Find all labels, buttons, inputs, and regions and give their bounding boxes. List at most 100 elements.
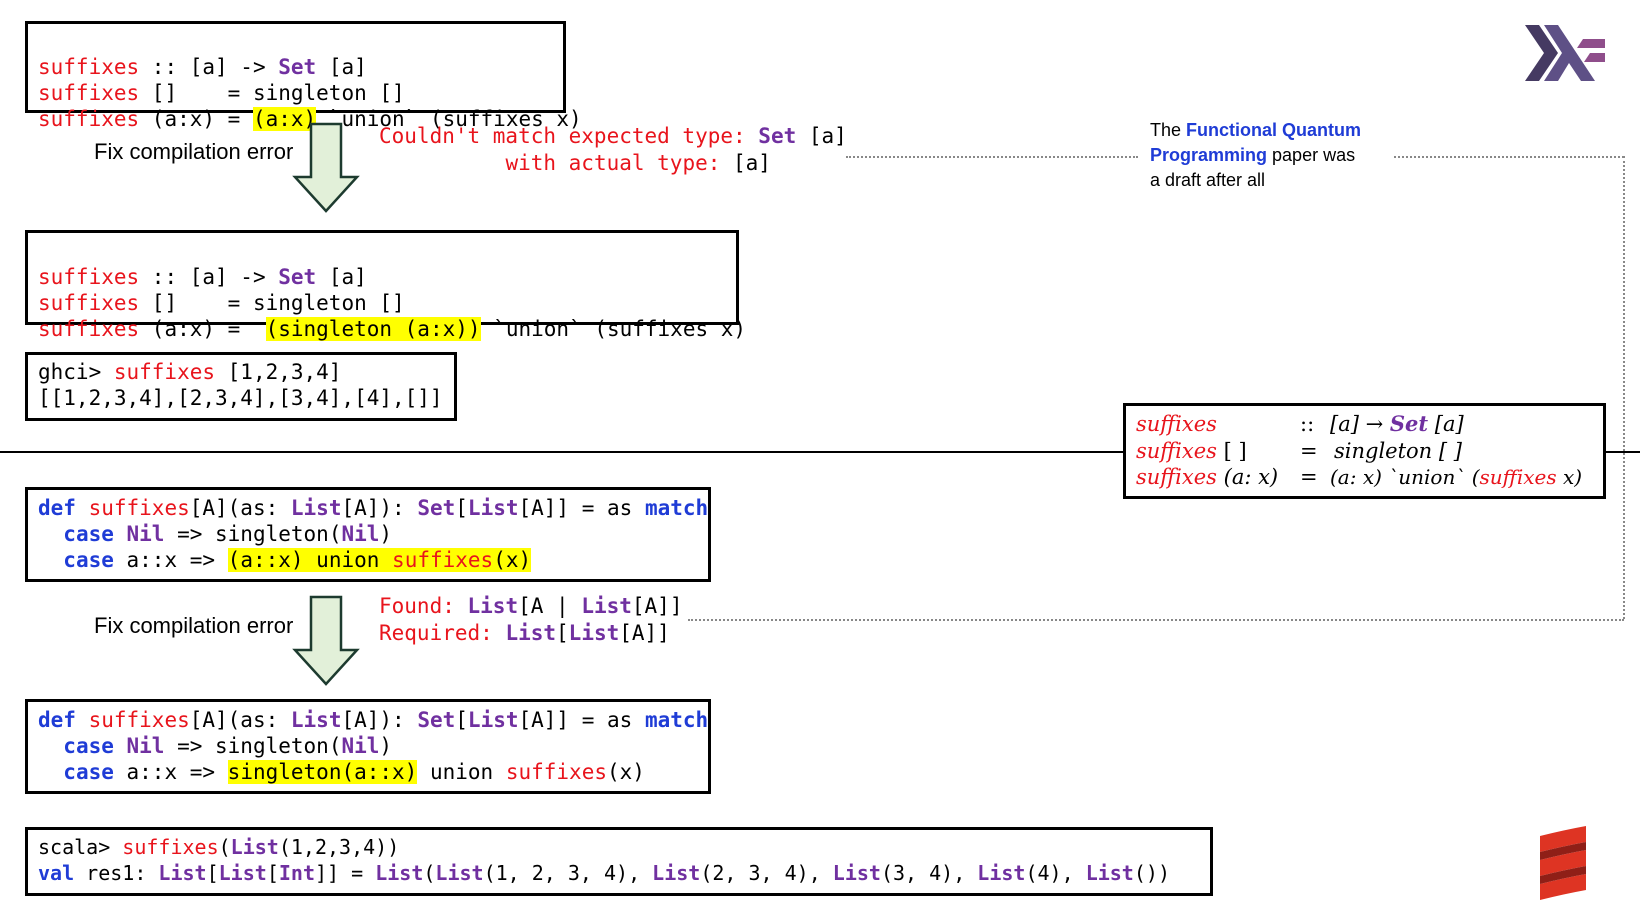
- code-token: [: [206, 861, 219, 885]
- error-text: Required:: [379, 621, 506, 645]
- code-token: List: [467, 708, 519, 732]
- code-token: def: [38, 496, 76, 520]
- code-token: [] = singleton []: [139, 81, 405, 105]
- math-rhs-1: [a] → Set [a]: [1330, 411, 1464, 437]
- code-token: => singleton(: [164, 734, 342, 758]
- code-token: Nil: [113, 734, 165, 758]
- math-line-1: suffixes: [1136, 411, 1217, 437]
- code-token: :: [a] ->: [139, 55, 279, 79]
- code-token: (a:x) =: [139, 317, 266, 341]
- code-token: suffixes: [113, 360, 216, 384]
- code-token: [A](as:: [189, 708, 291, 732]
- code-token: Nil: [341, 734, 380, 758]
- highlighted-code: (a::x) union suffixes(x): [227, 548, 532, 572]
- code-token: [a]: [316, 55, 367, 79]
- code-token: [A](as:: [189, 496, 291, 520]
- code-token: (1,2,3,4)): [278, 835, 400, 859]
- scala-error-message: Found: List[A | List[A]] Required: List[…: [379, 593, 682, 647]
- math-token: Set: [1389, 411, 1429, 436]
- ghci-repl-block: [25, 352, 457, 421]
- error-text: [A]]: [631, 594, 683, 618]
- code-token: List: [1085, 861, 1134, 885]
- error-text: List: [505, 621, 557, 645]
- code-token: suffixes: [392, 548, 494, 572]
- code-token: List: [652, 861, 701, 885]
- code-token: suffixes: [38, 107, 140, 131]
- code-token: [A]):: [341, 708, 418, 732]
- note-text: The: [1150, 120, 1187, 140]
- code-token: res1:: [74, 861, 159, 885]
- scala-code-2: def suffixes[A](as: List[A]): Set[List[A…: [38, 707, 708, 785]
- code-token: (3, 4),: [880, 861, 978, 885]
- code-token: [A]):: [341, 496, 418, 520]
- repl-prompt: ghci>: [38, 360, 114, 384]
- code-token: List: [977, 861, 1026, 885]
- code-token: (2, 3, 4),: [700, 861, 833, 885]
- error-text: Found:: [379, 594, 468, 618]
- code-token: suffixes: [38, 55, 140, 79]
- math-token: (a: x): [1216, 465, 1279, 489]
- code-token: match: [644, 708, 709, 732]
- haskell-code-2: suffixes :: [a] -> Set [a] suffixes [] =…: [38, 238, 746, 342]
- code-token: (: [423, 861, 436, 885]
- code-token: case: [63, 548, 114, 572]
- dotted-connector: [688, 619, 1624, 621]
- error-text: [A |: [518, 594, 582, 618]
- code-token: suffixes: [38, 291, 140, 315]
- haskell-logo-icon: [1525, 25, 1605, 81]
- code-token: List: [375, 861, 424, 885]
- error-text: [a]: [733, 151, 771, 175]
- code-token: [1,2,3,4]: [215, 360, 342, 384]
- code-token: [A]] = as: [518, 496, 645, 520]
- code-token: List: [435, 861, 484, 885]
- code-token: [] = singleton []: [139, 291, 405, 315]
- code-token: a::x =>: [113, 548, 228, 572]
- code-token: suffixes: [38, 317, 140, 341]
- error-text: with actual type:: [505, 151, 734, 175]
- fix-compilation-label: Fix compilation error: [94, 139, 294, 164]
- math-token: [a] →: [1330, 412, 1390, 436]
- note-text: Functional Quantum: [1186, 120, 1362, 140]
- code-token: [38, 522, 63, 546]
- math-token: [ ]: [1216, 439, 1247, 463]
- code-token: suffixes: [75, 496, 190, 520]
- section-divider: [0, 451, 1640, 453]
- code-token: [a]: [316, 265, 367, 289]
- code-token: :: [a] ->: [139, 265, 279, 289]
- code-token: `union` (suffixes x): [480, 317, 747, 341]
- haskell-code-1: suffixes :: [a] -> Set [a] suffixes [] =…: [38, 28, 582, 132]
- code-token: Set: [417, 496, 456, 520]
- code-token: Nil: [341, 522, 380, 546]
- code-token: [38, 760, 63, 784]
- math-definition-box: [1123, 403, 1606, 499]
- code-token: Int: [278, 861, 315, 885]
- code-token: Set: [417, 708, 456, 732]
- note-text: paper was: [1267, 145, 1356, 165]
- code-token: (a:x) =: [139, 107, 253, 131]
- highlighted-code: singleton(a::x): [227, 760, 418, 784]
- code-token: (a::x) union: [227, 548, 393, 572]
- code-token: case: [63, 522, 114, 546]
- code-token: Nil: [113, 522, 165, 546]
- highlighted-code: (singleton (a:x)): [265, 317, 481, 341]
- math-sep-3: =: [1300, 465, 1318, 489]
- dotted-connector: [1394, 156, 1624, 158]
- code-token: List: [832, 861, 881, 885]
- code-token: val: [38, 861, 75, 885]
- code-token: union: [417, 760, 506, 784]
- scala-logo-icon: [1540, 826, 1586, 900]
- error-text: [a]: [796, 124, 847, 148]
- code-token: List: [290, 496, 342, 520]
- fix-compilation-label: Fix compilation error: [94, 613, 294, 638]
- code-token: List: [218, 861, 267, 885]
- code-token: [: [266, 861, 279, 885]
- math-token: x): [1556, 465, 1583, 489]
- error-text: List: [568, 621, 620, 645]
- repl-result: [[1,2,3,4],[2,3,4],[3,4],[4],[]]: [38, 386, 443, 410]
- error-text: [: [556, 621, 569, 645]
- down-arrow-icon: [292, 595, 360, 686]
- dotted-connector: [1623, 156, 1625, 619]
- repl-prompt: scala>: [38, 835, 123, 859]
- code-token: Set: [278, 55, 317, 79]
